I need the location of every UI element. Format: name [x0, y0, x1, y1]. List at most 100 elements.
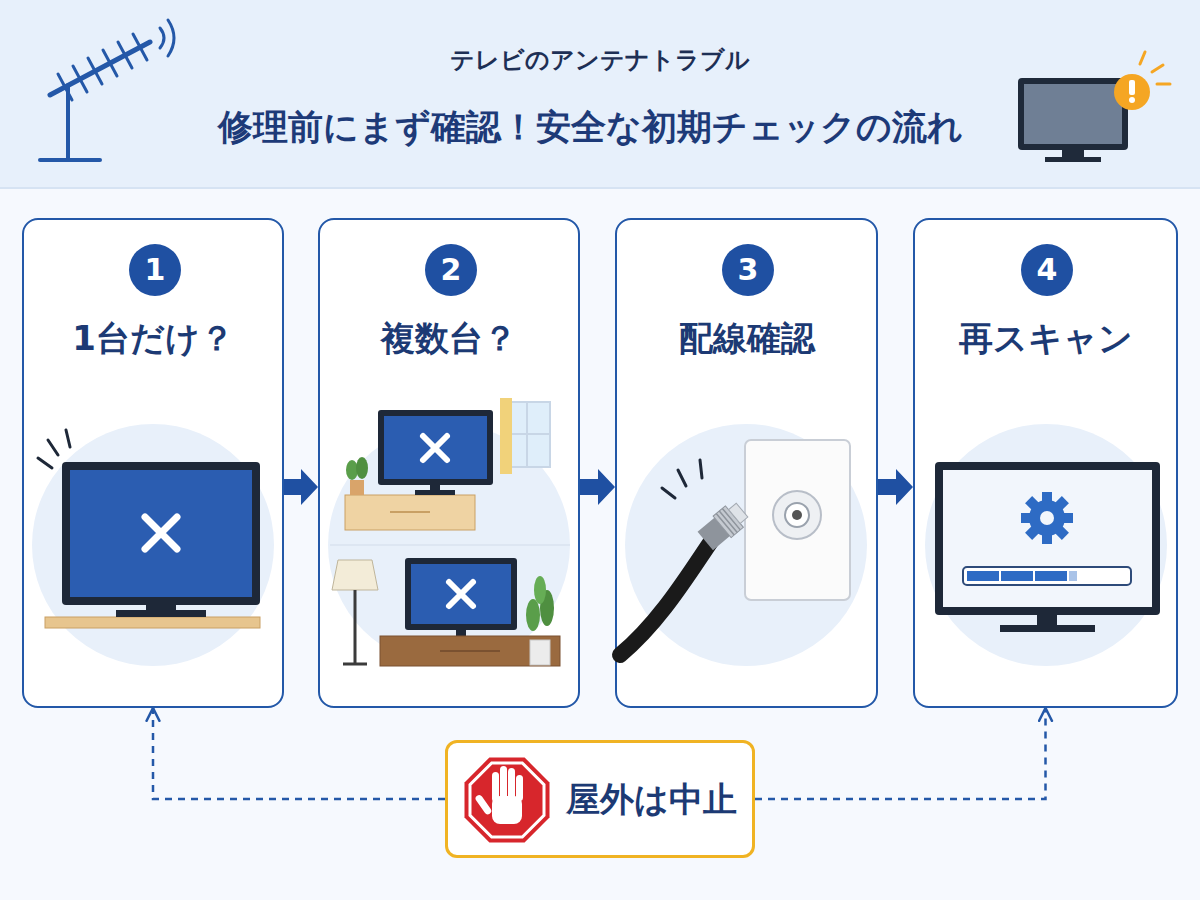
window-frame	[505, 402, 550, 467]
step-number-circle: 2	[425, 244, 477, 296]
plant-leaf	[540, 590, 554, 626]
plant-leaf	[346, 460, 358, 480]
flow-arrow	[878, 469, 913, 505]
warning-badge	[1114, 74, 1150, 110]
antenna-base	[40, 158, 100, 162]
tv-cabinet	[380, 636, 560, 666]
lamp-shade	[332, 560, 378, 590]
header-label: テレビのアンテナトラブル	[300, 44, 900, 76]
gear-tooth	[1025, 496, 1041, 512]
multi-tv-illustration	[328, 398, 570, 666]
tv-screen	[384, 416, 487, 479]
gear-tooth	[1061, 513, 1073, 523]
progress-segment	[967, 571, 999, 581]
step-card: 配線確認 3	[615, 218, 878, 708]
hand-finger	[492, 772, 499, 802]
tv-shelf	[45, 617, 260, 628]
step-heading: 複数台？	[320, 316, 578, 360]
socket-outer	[773, 491, 821, 539]
settings-gear	[1021, 492, 1073, 544]
step-number: 1	[145, 253, 166, 287]
step-number-circle: 1	[129, 244, 181, 296]
tv-console	[345, 495, 475, 530]
hand-finger	[516, 775, 523, 801]
socket-inner	[785, 503, 809, 527]
cable-outlet-illustration	[620, 424, 867, 666]
cabinet-drawer	[440, 650, 500, 652]
coax-cable	[620, 540, 712, 655]
wall-plate	[745, 440, 850, 600]
emphasis-lines	[38, 430, 70, 468]
monitor-base	[1000, 625, 1095, 632]
connector-thread	[716, 508, 740, 535]
illustration-circle	[32, 424, 274, 666]
header-band	[0, 0, 1200, 188]
antenna-waves	[160, 20, 174, 56]
stop-octagon	[465, 758, 550, 843]
dashed-return-line	[755, 708, 1046, 799]
monitor-frame	[935, 462, 1160, 615]
gear-tooth	[1042, 492, 1052, 504]
hand-finger	[508, 768, 515, 800]
warning-dot	[1129, 97, 1135, 103]
step-heading: 配線確認	[617, 316, 876, 360]
tv-screen	[70, 470, 252, 597]
plant-leaf	[534, 576, 546, 604]
gear-tooth	[1053, 496, 1069, 512]
plant-pot	[530, 640, 550, 665]
emphasis-lines	[662, 460, 702, 498]
dashed-return-line	[153, 708, 445, 799]
plant-leaf	[526, 599, 540, 631]
gear-tooth	[1042, 532, 1052, 544]
tv-screen	[1024, 84, 1122, 144]
antenna-icon	[40, 20, 174, 160]
progress-segment	[1001, 571, 1033, 581]
hand-finger	[500, 766, 507, 800]
step-card: 1台だけ？1	[22, 218, 284, 708]
error-cross	[423, 436, 447, 460]
gear-tooth	[1021, 513, 1033, 523]
progress-segment	[1035, 571, 1067, 581]
flow-arrow	[284, 469, 318, 505]
hand-thumb	[474, 794, 492, 816]
header-rule	[0, 187, 1200, 189]
gear-tooth	[1025, 524, 1041, 540]
tv-base	[415, 490, 455, 495]
diagram-title: 修理前にまず確認！安全な初期チェックの流れ	[175, 104, 1005, 150]
single-tv-illustration	[32, 424, 274, 666]
progress-bar	[963, 567, 1131, 585]
curtain	[500, 398, 512, 474]
illustration-circle	[625, 424, 867, 666]
warning-box: 屋外は中止	[445, 740, 755, 858]
step-card: 再スキャン4	[913, 218, 1178, 708]
step-number-circle: 3	[722, 244, 774, 296]
tv-stand	[456, 630, 466, 636]
tv-base	[1045, 157, 1101, 162]
connector-tip	[729, 503, 748, 523]
socket-pin	[792, 510, 802, 520]
connector-nut	[713, 506, 743, 538]
plant-leaf	[356, 457, 368, 479]
step-number: 4	[1037, 253, 1058, 287]
illustration-circle	[925, 424, 1167, 666]
progress-segment	[1069, 571, 1077, 581]
tv-base	[116, 610, 206, 617]
warning-text: 屋外は中止	[566, 778, 737, 820]
tv-frame	[62, 462, 260, 605]
illustration-circle	[328, 424, 570, 666]
coax-connector	[696, 499, 751, 551]
tv-screen	[411, 564, 511, 624]
rescan-illustration	[925, 424, 1167, 666]
flow-arrow	[580, 469, 615, 505]
tv-frame	[1018, 78, 1128, 150]
lamp-pole	[343, 590, 367, 664]
step-number: 2	[441, 253, 462, 287]
monitor-screen	[943, 470, 1152, 607]
error-cross	[449, 582, 473, 606]
tv-frame	[405, 558, 517, 630]
stop-hand	[474, 766, 523, 824]
console-drawer	[390, 511, 430, 513]
stop-sign	[465, 758, 550, 843]
